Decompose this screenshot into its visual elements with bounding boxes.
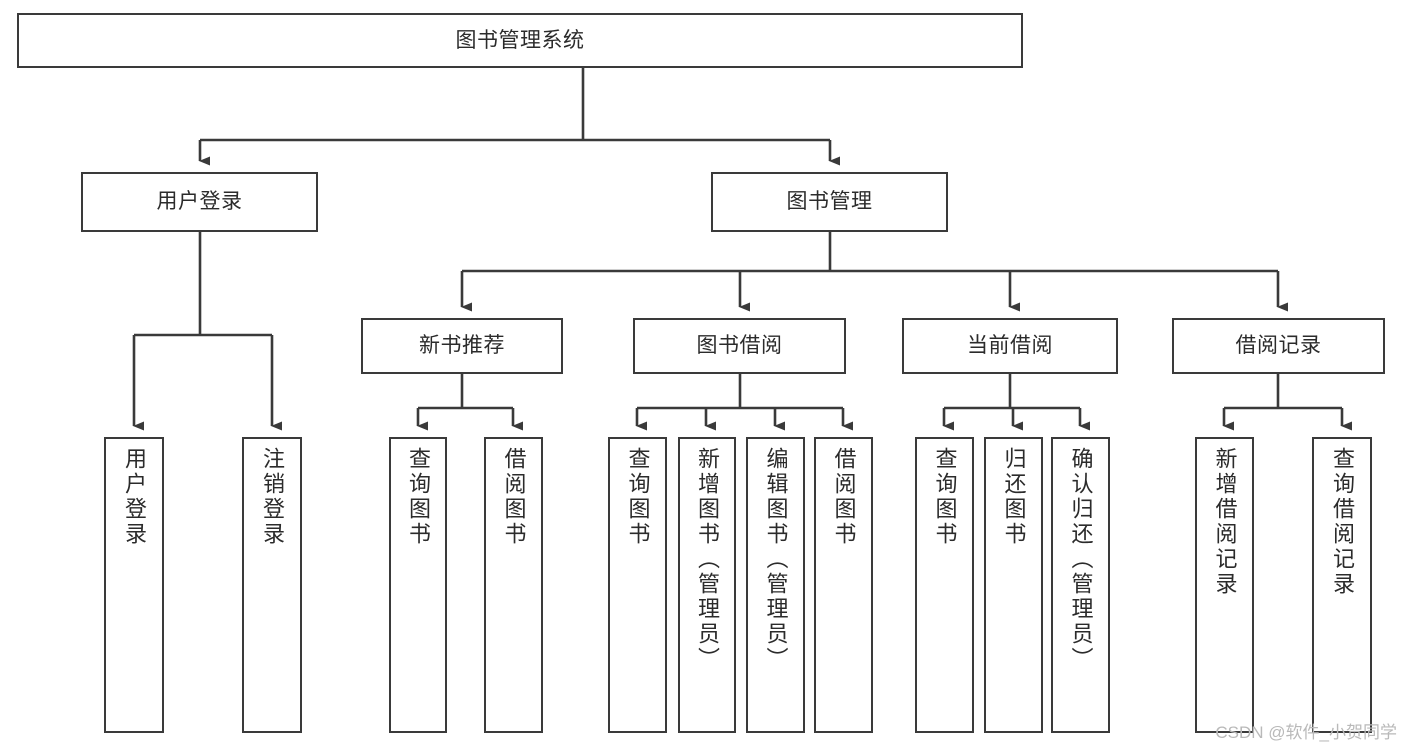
node-leaf-注销登录-1[interactable]: 注销登录 (242, 437, 302, 733)
node-label: 确认归还（管理员） (1068, 447, 1094, 672)
node-level2-图书管理-1[interactable]: 图书管理 (711, 172, 948, 232)
node-level3-借阅记录-3[interactable]: 借阅记录 (1172, 318, 1385, 374)
node-label: 图书管理系统 (455, 28, 585, 52)
node-leaf-新增借阅记录-11[interactable]: 新增借阅记录 (1195, 437, 1254, 733)
node-label: 新增借阅记录 (1212, 447, 1238, 597)
node-label: 查询图书 (406, 447, 431, 547)
node-label: 图书管理 (786, 190, 873, 214)
node-leaf-查询借阅记录-12[interactable]: 查询借阅记录 (1312, 437, 1372, 733)
node-leaf-编辑图书管理员-6[interactable]: 编辑图书（管理员） (746, 437, 805, 733)
node-label: 借阅图书 (501, 447, 527, 547)
node-root-图书管理系统[interactable]: 图书管理系统 (17, 13, 1023, 68)
node-level2-用户登录-0[interactable]: 用户登录 (81, 172, 318, 232)
node-label: 归还图书 (1001, 447, 1027, 547)
node-leaf-用户登录-0[interactable]: 用户登录 (104, 437, 164, 733)
node-label: 用户登录 (156, 190, 243, 214)
node-label: 编辑图书（管理员） (763, 447, 789, 672)
node-leaf-查询图书-2[interactable]: 查询图书 (389, 437, 447, 733)
node-label: 借阅记录 (1235, 334, 1322, 358)
node-leaf-归还图书-9[interactable]: 归还图书 (984, 437, 1043, 733)
node-label: 新书推荐 (419, 334, 505, 358)
node-label: 查询借阅记录 (1330, 447, 1355, 597)
node-leaf-借阅图书-3[interactable]: 借阅图书 (484, 437, 543, 733)
node-level3-图书借阅-1[interactable]: 图书借阅 (633, 318, 846, 374)
node-leaf-借阅图书-7[interactable]: 借阅图书 (814, 437, 873, 733)
node-label: 查询图书 (932, 447, 958, 547)
csdn-watermark: CSDN @软件_小贺同学 (1215, 723, 1397, 742)
node-label: 图书借阅 (696, 334, 783, 358)
node-leaf-确认归还管理员-10[interactable]: 确认归还（管理员） (1051, 437, 1110, 733)
node-label: 查询图书 (625, 447, 651, 547)
node-leaf-新增图书管理员-5[interactable]: 新增图书（管理员） (678, 437, 736, 733)
node-level3-新书推荐-0[interactable]: 新书推荐 (361, 318, 563, 374)
node-label: 注销登录 (260, 447, 285, 547)
node-label: 借阅图书 (831, 447, 857, 547)
node-leaf-查询图书-4[interactable]: 查询图书 (608, 437, 667, 733)
node-label: 新增图书（管理员） (695, 447, 720, 672)
node-leaf-查询图书-8[interactable]: 查询图书 (915, 437, 974, 733)
node-level3-当前借阅-2[interactable]: 当前借阅 (902, 318, 1118, 374)
node-label: 当前借阅 (967, 334, 1053, 358)
node-label: 用户登录 (122, 447, 147, 547)
